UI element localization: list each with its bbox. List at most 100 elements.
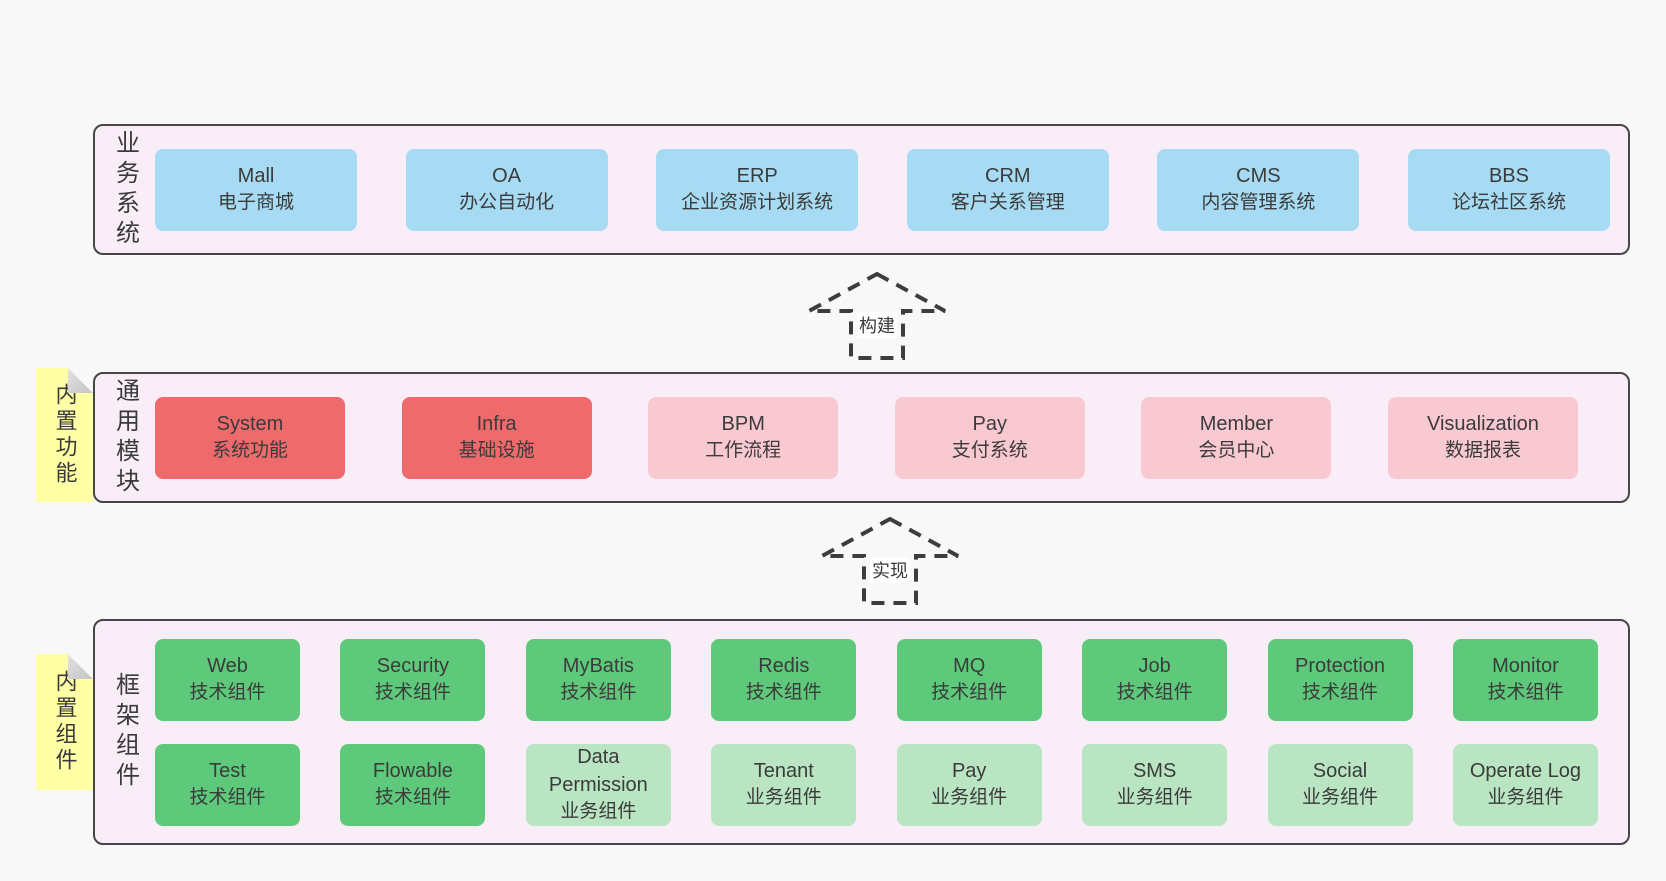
box-subtitle: 业务组件 (1487, 787, 1564, 809)
layer-label-common-modules: 通用模块 (111, 377, 139, 498)
box-title: MQ (953, 654, 986, 677)
box-monitor: Monitor 技术组件 (1452, 638, 1598, 721)
box-title: Redis (758, 654, 810, 677)
box-subtitle: 技术组件 (374, 787, 451, 809)
note-fold-corner (68, 654, 93, 679)
box-bpm: BPM 工作流程 (648, 396, 839, 479)
box-member: Member 会员中心 (1141, 396, 1332, 479)
box-subtitle: 电子商城 (217, 192, 294, 214)
box-security: Security 技术组件 (340, 638, 486, 721)
box-title: Flowable (372, 759, 453, 782)
box-subtitle: 数据报表 (1444, 440, 1521, 462)
box-title: Mall (237, 164, 275, 187)
box-subtitle: 技术组件 (745, 682, 822, 704)
box-tenant: Tenant 业务组件 (711, 743, 857, 826)
box-title: Member (1199, 412, 1274, 435)
sticky-note-builtin-components: 内置组件 (36, 654, 93, 790)
box-title: Tenant (753, 759, 814, 782)
box-title: Web (207, 654, 248, 677)
box-subtitle: 业务组件 (745, 787, 822, 809)
box-visualization: Visualization 数据报表 (1387, 396, 1578, 479)
box-subtitle: 技术组件 (1302, 682, 1379, 704)
framework-components-grid: Web 技术组件 Security 技术组件 MyBatis 技术组件 Redi… (155, 621, 1628, 843)
box-title: BBS (1488, 164, 1529, 187)
box-subtitle: 技术组件 (374, 682, 451, 704)
box-subtitle: 会员中心 (1198, 440, 1275, 462)
box-title: Job (1138, 654, 1171, 677)
box-subtitle: 系统功能 (211, 440, 288, 462)
layer-business-systems: 业务系统 Mall 电子商城 OA 办公自动化 ERP 企业资源计划系统 CRM… (93, 124, 1630, 255)
arrow-implement: 实现 (819, 515, 961, 607)
box-title: Visualization (1427, 412, 1539, 435)
box-subtitle: 技术组件 (189, 682, 266, 704)
box-social: Social 业务组件 (1267, 743, 1413, 826)
box-subtitle: 内容管理系统 (1201, 192, 1316, 214)
box-subtitle: 技术组件 (1116, 682, 1193, 704)
box-subtitle: 工作流程 (705, 440, 782, 462)
box-subtitle: 业务组件 (1116, 787, 1193, 809)
note-fold-corner (68, 368, 93, 393)
box-test: Test 技术组件 (155, 743, 300, 826)
box-title: Test (209, 759, 246, 782)
common-modules-boxes: System 系统功能 Infra 基础设施 BPM 工作流程 Pay 支付系统… (155, 374, 1628, 501)
box-bbs: BBS 论坛社区系统 (1407, 148, 1610, 231)
box-subtitle: 客户关系管理 (950, 192, 1065, 214)
framework-components-row-1: Web 技术组件 Security 技术组件 MyBatis 技术组件 Redi… (155, 638, 1598, 721)
box-title: CMS (1236, 164, 1281, 187)
box-sms: SMS 业务组件 (1082, 743, 1228, 826)
box-title: OA (492, 164, 522, 187)
box-title: BPM (721, 412, 765, 435)
box-title: Pay (951, 759, 987, 782)
box-infra: Infra 基础设施 (401, 396, 592, 479)
box-pay: Pay 支付系统 (894, 396, 1085, 479)
box-oa: OA 办公自动化 (405, 148, 608, 231)
layer-common-modules: 通用模块 System 系统功能 Infra 基础设施 BPM 工作流程 Pay… (93, 372, 1630, 503)
box-protection: Protection 技术组件 (1267, 638, 1413, 721)
arrow-implement-label: 实现 (870, 557, 910, 583)
box-redis: Redis 技术组件 (711, 638, 857, 721)
box-erp: ERP 企业资源计划系统 (656, 148, 859, 231)
box-subtitle: 支付系统 (951, 440, 1028, 462)
box-data-permission: Data Permission 业务组件 (525, 743, 671, 826)
box-mall: Mall 电子商城 (155, 148, 357, 231)
box-subtitle: 业务组件 (931, 787, 1008, 809)
box-subtitle: 技术组件 (189, 787, 266, 809)
box-subtitle: 办公自动化 (459, 192, 555, 214)
layer-label-business-systems: 业务系统 (111, 129, 139, 250)
box-title: System (216, 412, 284, 435)
box-mybatis: MyBatis 技术组件 (525, 638, 671, 721)
box-subtitle: 基础设施 (458, 440, 535, 462)
box-subtitle: 技术组件 (560, 682, 637, 704)
box-title: Protection (1295, 654, 1386, 677)
box-subtitle: 业务组件 (1302, 787, 1379, 809)
box-web: Web 技术组件 (155, 638, 300, 721)
box-subtitle: 企业资源计划系统 (681, 192, 834, 214)
box-cms: CMS 内容管理系统 (1157, 148, 1360, 231)
business-systems-boxes: Mall 电子商城 OA 办公自动化 ERP 企业资源计划系统 CRM 客户关系… (155, 126, 1628, 253)
box-system: System 系统功能 (155, 396, 345, 479)
box-subtitle: 技术组件 (1487, 682, 1564, 704)
layer-label-framework-components: 框架组件 (111, 672, 139, 792)
box-title: Infra (476, 412, 517, 435)
box-title: Data Permission (548, 745, 648, 797)
framework-components-row-2: Test 技术组件 Flowable 技术组件 Data Permission … (155, 743, 1598, 826)
box-flowable: Flowable 技术组件 (340, 743, 486, 826)
arrow-build: 构建 (806, 270, 948, 362)
box-crm: CRM 客户关系管理 (906, 148, 1109, 231)
sticky-note-builtin-features: 内置功能 (36, 368, 93, 502)
box-title: CRM (985, 164, 1031, 187)
box-title: Social (1312, 759, 1368, 782)
box-title: Monitor (1492, 654, 1559, 677)
arrow-build-label: 构建 (857, 312, 897, 338)
box-subtitle: 业务组件 (560, 801, 637, 823)
sticky-note-text: 内置组件 (52, 670, 78, 774)
box-title: MyBatis (562, 654, 634, 677)
box-pay-biz: Pay 业务组件 (896, 743, 1042, 826)
box-title: SMS (1132, 759, 1177, 782)
box-title: Pay (972, 412, 1008, 435)
box-job: Job 技术组件 (1082, 638, 1228, 721)
box-title: ERP (736, 164, 778, 187)
box-title: Security (376, 654, 450, 677)
sticky-note-text: 内置功能 (52, 383, 78, 487)
